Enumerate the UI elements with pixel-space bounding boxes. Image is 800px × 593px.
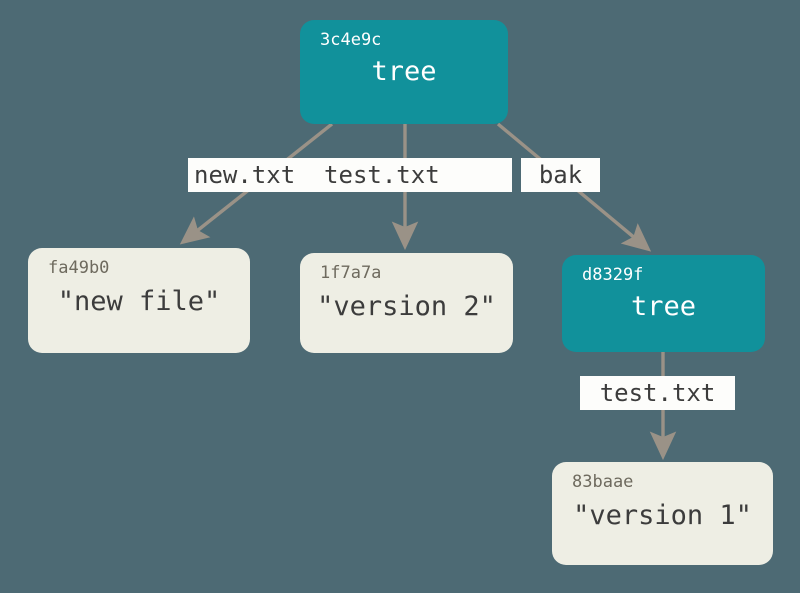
node-type-label: tree — [630, 291, 697, 322]
node-type-label: tree — [371, 56, 437, 87]
node-content-label: "version 1" — [573, 500, 752, 531]
node-content-label: "new file" — [57, 286, 221, 317]
edge-label-bak: bak — [521, 158, 600, 192]
edge-label-new-txt-test-txt: new.txt test.txt — [188, 158, 512, 192]
node-blob-83baae[interactable]: 83baae "version 1" — [552, 462, 773, 565]
node-hash: 83baae — [572, 472, 634, 492]
node-hash: 1f7a7a — [320, 263, 382, 283]
edge-label-test-txt: test.txt — [580, 376, 735, 410]
node-hash: d8329f — [582, 265, 644, 285]
node-tree-d8329f[interactable]: d8329f tree — [562, 255, 765, 352]
node-hash: fa49b0 — [48, 258, 110, 278]
node-hash: 3c4e9c — [320, 30, 382, 50]
node-blob-fa49b0[interactable]: fa49b0 "new file" — [28, 248, 250, 353]
node-content-label: "version 2" — [317, 291, 496, 322]
node-tree-3c4e9c[interactable]: 3c4e9c tree — [300, 20, 508, 124]
node-blob-1f7a7a[interactable]: 1f7a7a "version 2" — [300, 253, 513, 353]
